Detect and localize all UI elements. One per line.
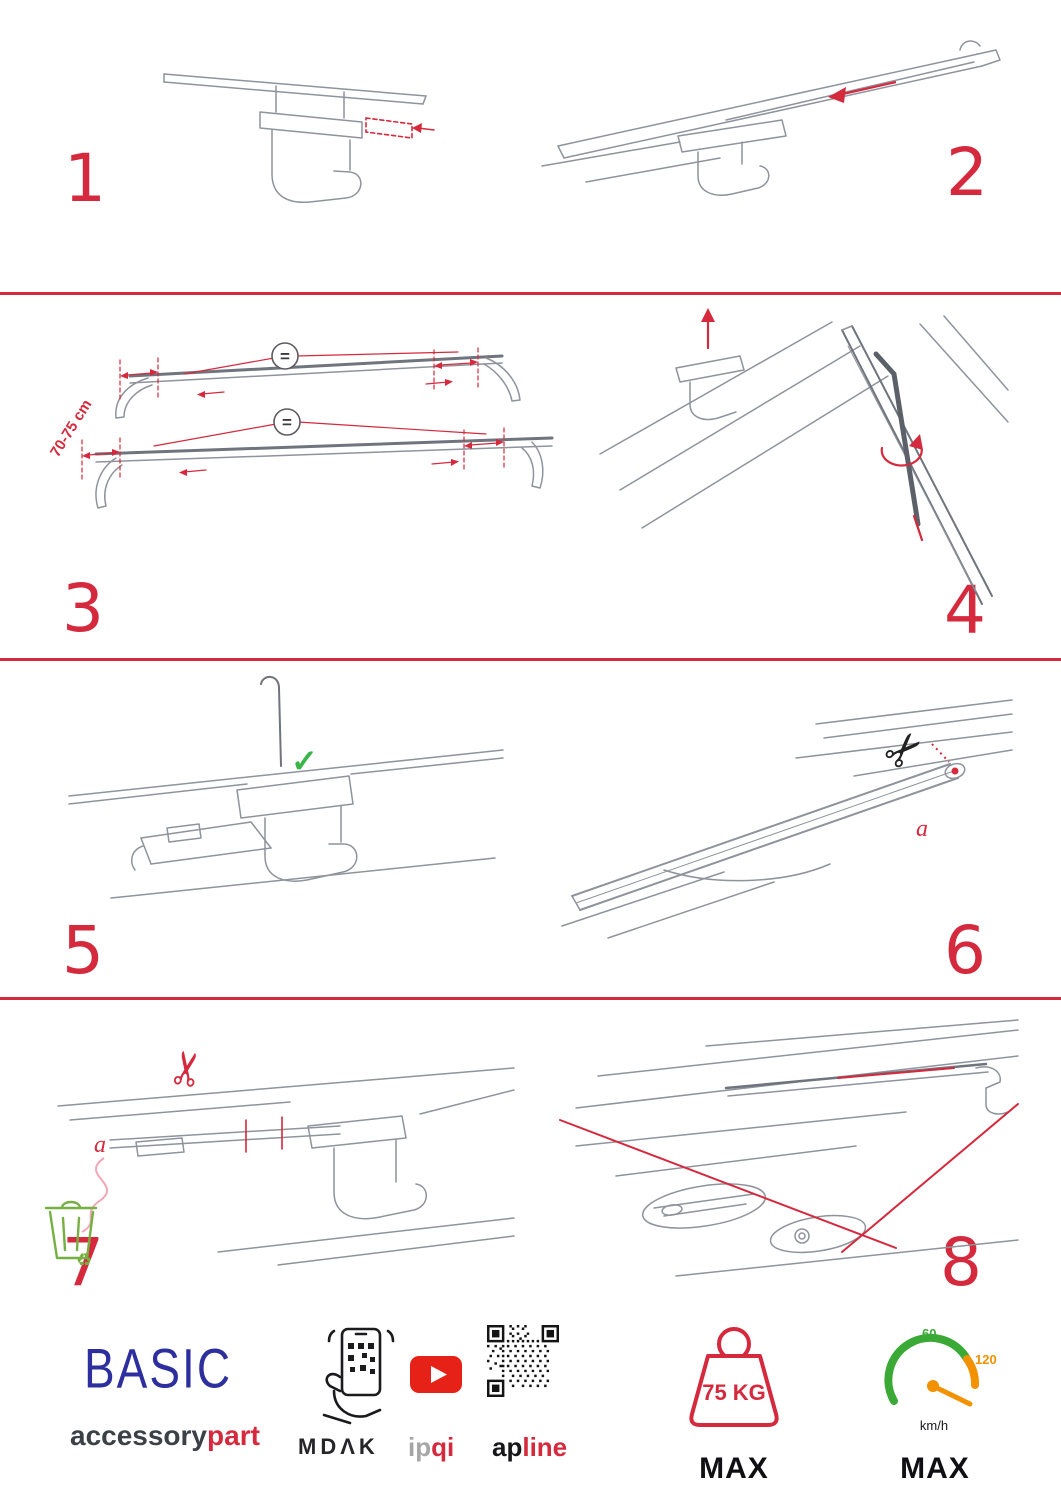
part-a-label: a	[94, 1132, 106, 1158]
alignment-lines	[559, 1067, 1019, 1253]
weight-value: 75 KG	[702, 1380, 766, 1405]
partner-ipqi: ipqi	[408, 1432, 454, 1463]
equal-spacing-badge	[271, 342, 299, 370]
youtube-icon	[410, 1356, 462, 1393]
speedometer-needle	[930, 1383, 973, 1407]
step-1-number: 1	[64, 140, 106, 217]
apline-black-text: ap	[492, 1432, 523, 1462]
check-icon: ✓	[291, 743, 318, 779]
recycle-icon: ♻	[76, 1250, 92, 1270]
partner-apline: apline	[492, 1432, 567, 1463]
step-4-illustration	[599, 308, 1009, 605]
scissors-icon: ✂	[158, 1045, 216, 1092]
step-8-number: 8	[940, 1224, 982, 1301]
trash-bin-icon	[44, 1200, 98, 1260]
cut-point	[951, 767, 959, 775]
red-arrowhead	[412, 123, 422, 133]
allen-key	[873, 351, 921, 527]
step-5-illustration: ✓	[68, 676, 504, 899]
section-divider	[0, 658, 1061, 661]
cut-line	[931, 743, 950, 763]
brand-accessory-text: accessory	[70, 1420, 208, 1451]
brand-accessorypart: accessorypart	[70, 1420, 260, 1452]
part-a-label: a	[916, 816, 928, 842]
slide-arrowhead	[828, 87, 846, 103]
brand-basic: BASIC	[84, 1337, 233, 1400]
rotate-arrowhead	[909, 434, 923, 450]
speed-high-label: 120	[975, 1352, 997, 1367]
ipqi-gray-text: ip	[408, 1432, 432, 1462]
speed-unit-label: km/h	[920, 1418, 948, 1433]
section-divider	[0, 292, 1061, 295]
step-3-number: 3	[62, 570, 104, 647]
play-icon	[431, 1366, 447, 1383]
apline-red-text: line	[522, 1432, 568, 1462]
step-2-illustration	[541, 40, 1001, 196]
equal-spacing-badge	[273, 408, 301, 436]
step-3-illustration: = = 70-75 cm	[47, 342, 554, 509]
speedometer-icon: 60 120 km/h	[884, 1326, 997, 1433]
max-weight-icon: 75 KG	[689, 1327, 779, 1427]
step-6-illustration: ✂ a	[561, 699, 1013, 939]
step-4-number: 4	[944, 572, 986, 649]
phone-qr-scan-icon	[322, 1327, 395, 1425]
speed-max-label: MAX	[900, 1452, 970, 1485]
speed-low-label: 60	[922, 1326, 936, 1341]
step-7-illustration: ✂ a ♻	[44, 1045, 515, 1270]
ipqi-red-text: qi	[431, 1432, 455, 1462]
equal-symbol: =	[280, 347, 290, 366]
discard-path	[81, 1157, 108, 1233]
brand-part-text: part	[207, 1420, 260, 1451]
step-6-number: 6	[944, 912, 986, 989]
section-divider	[0, 997, 1061, 1000]
up-arrowhead	[701, 308, 715, 322]
partner-mdak: MDΛK	[298, 1434, 379, 1459]
equal-symbol: =	[282, 413, 292, 432]
step-7-number: 7	[62, 1224, 104, 1301]
step-8-illustration	[559, 1019, 1019, 1277]
step-2-number: 2	[946, 134, 988, 211]
weight-max-label: MAX	[699, 1452, 769, 1485]
step-5-number: 5	[62, 912, 104, 989]
step-1-illustration	[163, 73, 435, 204]
bar-distance-label: 70-75 cm	[47, 397, 95, 460]
qr-code	[487, 1325, 559, 1397]
